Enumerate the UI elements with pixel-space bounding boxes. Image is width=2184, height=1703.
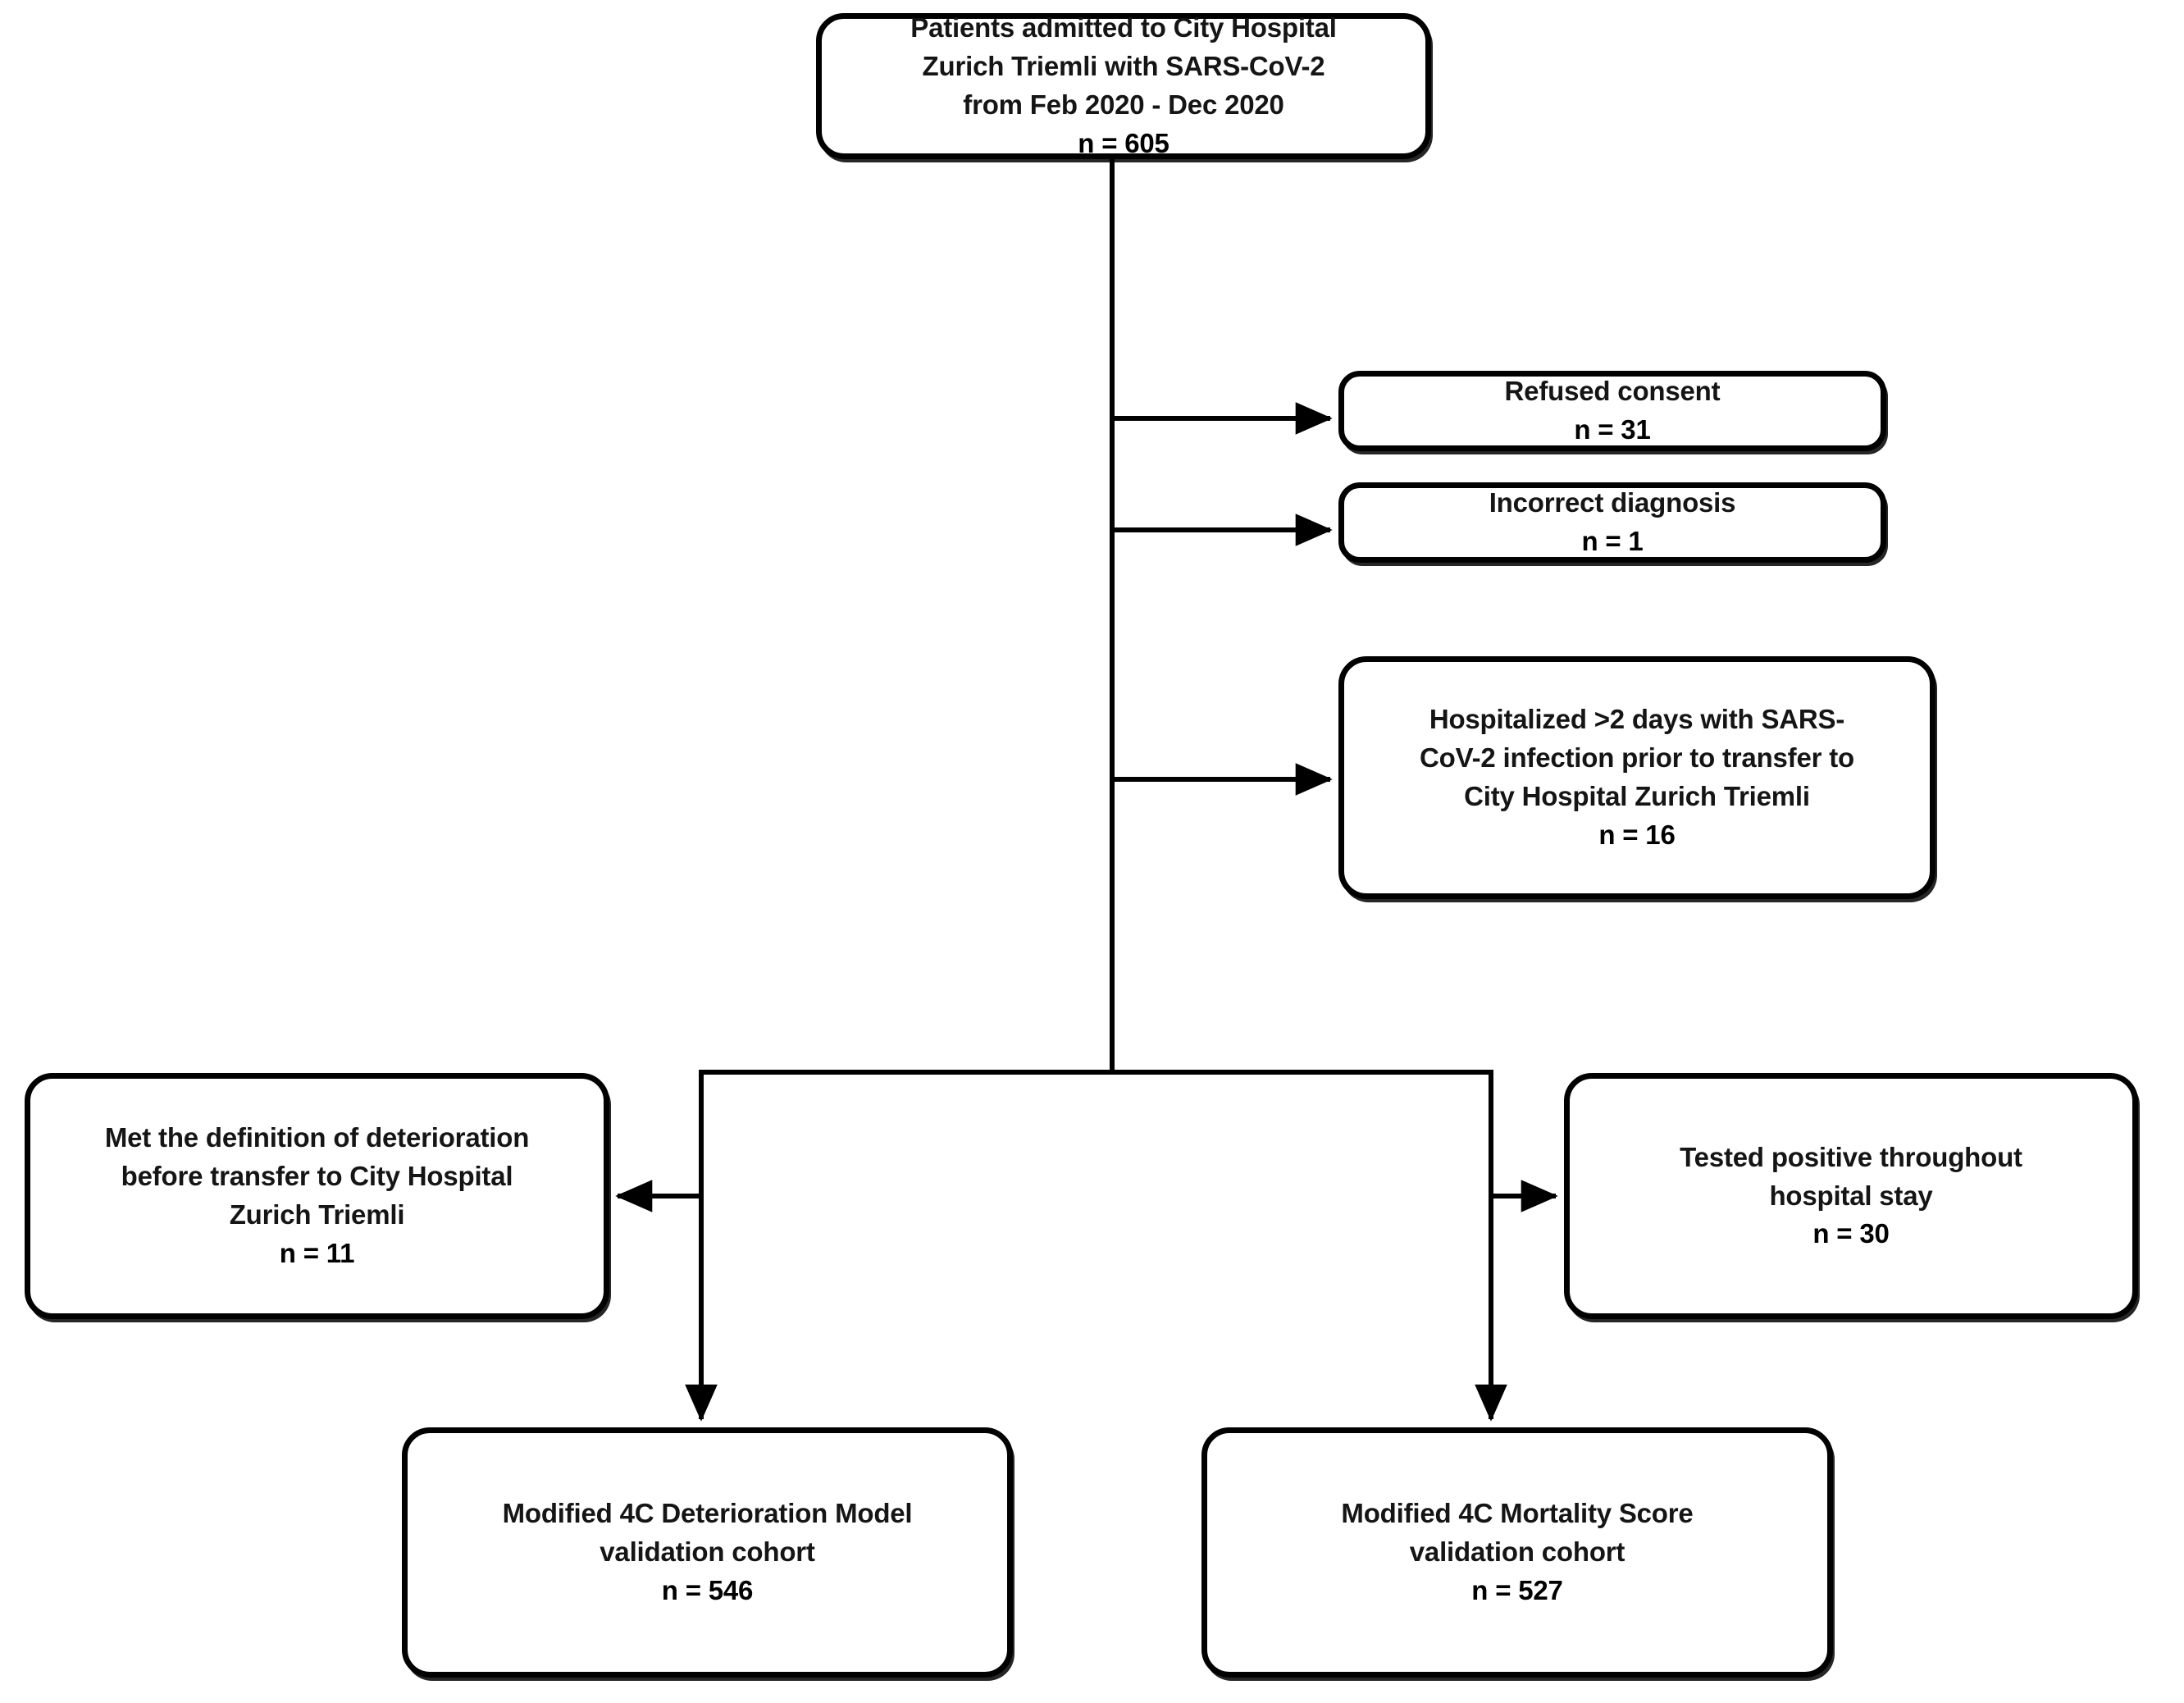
node-hospitalized-prior-label: Hospitalized >2 days with SARS- CoV-2 in… — [1419, 704, 1854, 811]
node-tested-positive-count: n = 30 — [1812, 1218, 1890, 1249]
node-admitted-count: n = 605 — [1078, 127, 1170, 158]
node-incorrect-diagnosis: Incorrect diagnosis n = 1 — [1338, 482, 1886, 563]
node-tested-positive-text: Tested positive throughout hospital stay… — [1665, 1100, 2037, 1292]
node-deterioration-validation-cohort: Modified 4C Deterioration Model validati… — [402, 1427, 1013, 1678]
node-mortality-validation-cohort: Modified 4C Mortality Score validation c… — [1201, 1427, 1833, 1678]
node-incorrect-diagnosis-text: Incorrect diagnosis n = 1 — [1475, 445, 1751, 599]
node-met-deterioration-definition: Met the definition of deterioration befo… — [25, 1073, 609, 1319]
node-tested-positive-hospital-stay: Tested positive throughout hospital stay… — [1564, 1073, 2138, 1319]
node-hospitalized-prior-transfer: Hospitalized >2 days with SARS- CoV-2 in… — [1338, 656, 1936, 899]
node-mortality-cohort-label: Modified 4C Mortality Score validation c… — [1341, 1498, 1694, 1568]
node-met-deterioration-text: Met the definition of deterioration befo… — [90, 1080, 544, 1311]
node-deterioration-cohort-count: n = 546 — [661, 1574, 754, 1605]
node-deterioration-cohort-text: Modified 4C Deterioration Model validati… — [488, 1456, 928, 1648]
node-hospitalized-prior-count: n = 16 — [1598, 819, 1676, 850]
node-incorrect-diagnosis-count: n = 1 — [1581, 526, 1644, 556]
node-met-deterioration-count: n = 11 — [279, 1237, 355, 1268]
node-deterioration-cohort-label: Modified 4C Deterioration Model validati… — [502, 1498, 913, 1568]
node-incorrect-diagnosis-label: Incorrect diagnosis — [1489, 487, 1736, 518]
node-refused-consent-count: n = 31 — [1574, 414, 1651, 445]
node-mortality-cohort-count: n = 527 — [1471, 1574, 1563, 1605]
node-mortality-cohort-text: Modified 4C Mortality Score validation c… — [1326, 1456, 1708, 1648]
node-refused-consent-label: Refused consent — [1504, 376, 1721, 407]
node-refused-consent-text: Refused consent n = 31 — [1490, 334, 1735, 487]
node-hospitalized-prior-text: Hospitalized >2 days with SARS- CoV-2 in… — [1405, 662, 1869, 893]
node-admitted-text: Patients admitted to City Hospital Zuric… — [896, 9, 1351, 162]
node-met-deterioration-label: Met the definition of deterioration befo… — [104, 1122, 530, 1230]
node-tested-positive-label: Tested positive throughout hospital stay — [1680, 1141, 2022, 1211]
node-patients-admitted: Patients admitted to City Hospital Zuric… — [816, 12, 1431, 159]
node-refused-consent: Refused consent n = 31 — [1338, 371, 1886, 451]
